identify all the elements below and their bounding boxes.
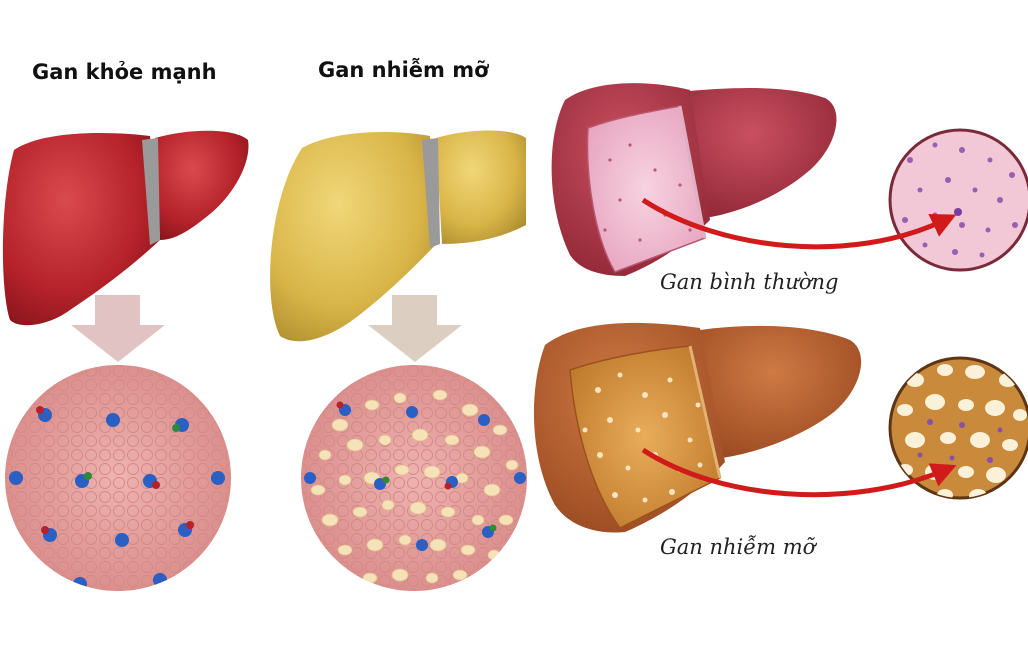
fatty-liver-caption: Gan nhiễm mỡ (660, 535, 816, 559)
normal-liver-section (551, 83, 837, 276)
normal-liver-caption: Gan bình thường (660, 270, 839, 294)
healthy-arrow (71, 295, 165, 362)
fatty-liver-title: Gan nhiễm mỡ (318, 58, 489, 82)
healthy-nuclei (9, 406, 225, 591)
fatty-magnified-circle (888, 356, 1028, 500)
fatty-section-droplets (582, 372, 703, 503)
fatty-nuclei (304, 401, 526, 551)
normal-red-arrow (641, 197, 957, 250)
fatty-red-arrow (641, 447, 957, 498)
fatty-arrow (368, 295, 462, 362)
fatty-tissue-circle (301, 365, 527, 591)
healthy-liver (2, 130, 249, 326)
healthy-tissue-circle (5, 365, 231, 591)
healthy-liver-title: Gan khỏe mạnh (32, 60, 217, 84)
fatty-liver-section (533, 322, 862, 533)
normal-magnified-circle (888, 128, 1028, 272)
fatty-liver (270, 130, 526, 342)
